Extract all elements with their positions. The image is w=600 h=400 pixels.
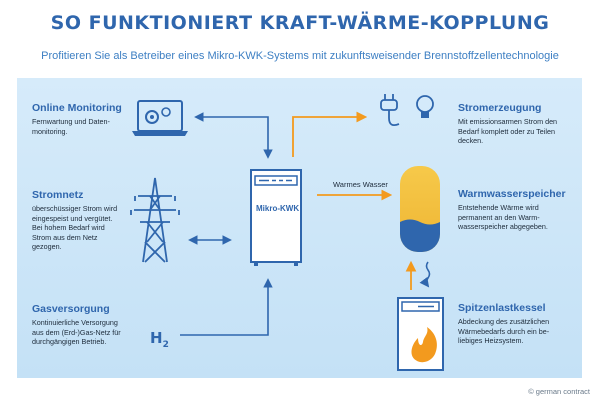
arrow-spitzenlast bbox=[405, 260, 431, 290]
warmwasser-text: Entstehende Wärme wird permanent an den … bbox=[458, 203, 548, 231]
arrow-monitoring bbox=[194, 112, 273, 159]
plug-icon bbox=[380, 94, 400, 127]
monitoring-title: Online Monitoring bbox=[32, 102, 122, 114]
lightbulb-icon bbox=[416, 95, 434, 118]
laptop-gear-icon bbox=[132, 100, 188, 136]
block-warmwasser: Warmwasserspeicher Entstehende Wärme wir… bbox=[458, 188, 580, 232]
strom-text: Mit emissionsarmen Strom den Bedarf komp… bbox=[458, 117, 558, 145]
warmwasser-title: Warmwasserspeicher bbox=[458, 188, 566, 200]
block-stromnetz: Stromnetz überschüssiger Strom wird eing… bbox=[32, 189, 142, 252]
boiler-flame-icon bbox=[397, 297, 444, 371]
block-spitzen: Spitzenlastkessel Abdeckung des zusätzli… bbox=[458, 302, 580, 346]
block-monitoring: Online Monitoring Fernwartung und Daten-… bbox=[32, 102, 142, 136]
strom-title: Stromerzeugung bbox=[458, 102, 542, 114]
stromnetz-title: Stromnetz bbox=[32, 189, 84, 201]
mikro-kwk-unit bbox=[250, 169, 302, 266]
copyright: © german contract bbox=[528, 387, 590, 396]
mikro-kwk-label: Mikro-KWK bbox=[256, 204, 300, 213]
stromnetz-text: überschüssiger Strom wird eingespeist un… bbox=[32, 204, 118, 251]
h2-symbol: H2 bbox=[150, 329, 169, 350]
gas-text: Kontinuierliche Versorgung aus dem (Erd-… bbox=[32, 318, 121, 346]
page-title: SO FUNKTIONIERT KRAFT-WÄRME-KOPPLUNG bbox=[50, 12, 550, 34]
monitoring-text: Fernwartung und Daten- monitoring. bbox=[32, 117, 110, 136]
block-strom: Stromerzeugung Mit emissionsarmen Strom … bbox=[458, 102, 580, 146]
block-gas: Gasversorgung Kontinuierliche Versorgung… bbox=[32, 303, 144, 347]
arrow-gas bbox=[180, 278, 273, 336]
warmes-wasser-label: Warmes Wasser bbox=[333, 180, 388, 189]
water-tank-icon bbox=[400, 166, 440, 252]
page-subtitle: Profitieren Sie als Betreiber eines Mikr… bbox=[41, 50, 559, 62]
arrow-strom bbox=[292, 111, 368, 157]
spitzen-title: Spitzenlastkessel bbox=[458, 302, 546, 314]
power-tower-icon bbox=[130, 177, 180, 263]
gas-title: Gasversorgung bbox=[32, 303, 110, 315]
spitzen-text: Abdeckung des zusätzlichen Wärmebedarfs … bbox=[458, 317, 550, 345]
